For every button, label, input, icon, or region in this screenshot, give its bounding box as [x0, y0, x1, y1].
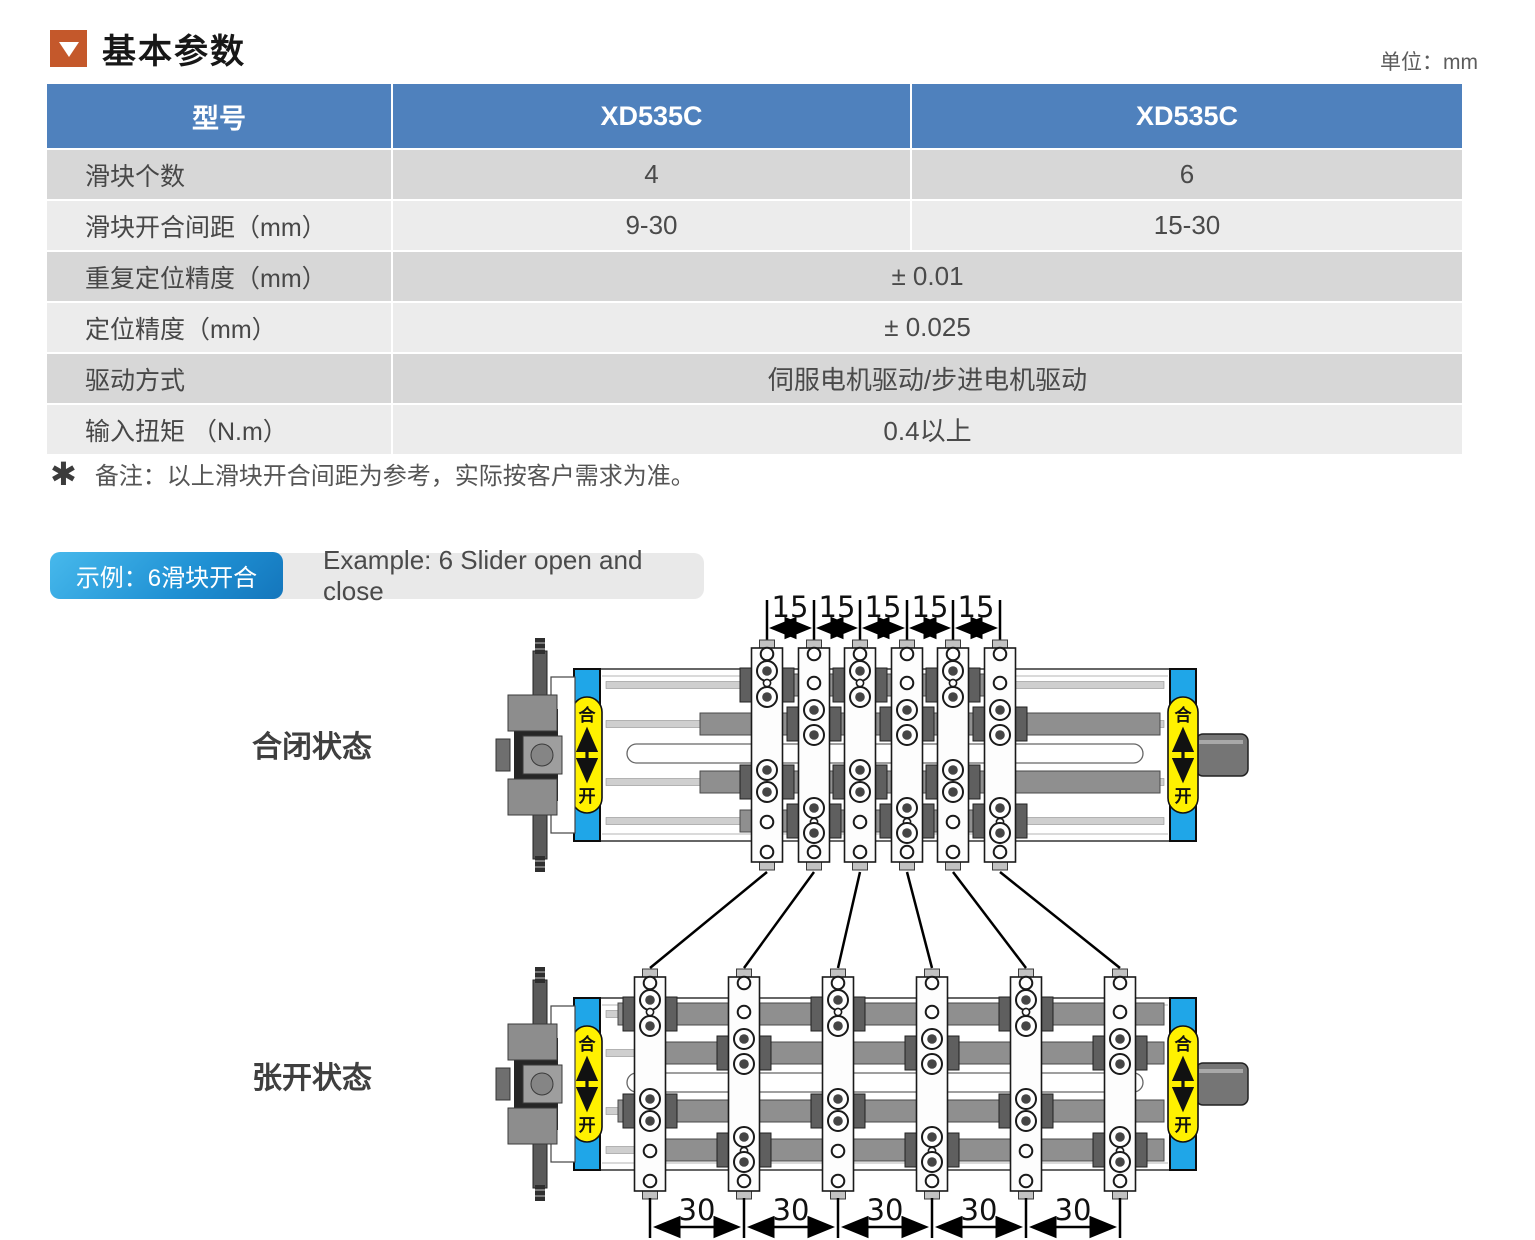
section-header: 基本参数	[50, 24, 246, 73]
dim-closed-gap: 15	[958, 590, 995, 624]
page-title: 基本参数	[102, 33, 246, 71]
open-dimensions: 30 30 30 30 30	[648, 1193, 1122, 1239]
example-badge-en: Example: 6 Slider open and close	[268, 545, 704, 606]
value-slider-count-2: 6	[912, 150, 1462, 199]
down-triangle-icon	[58, 42, 79, 57]
value-gap-range-1: 9-30	[393, 201, 910, 250]
asterisk-icon: ✱	[50, 455, 77, 492]
value-input-torque: 0.4以上	[393, 405, 1462, 454]
dim-open-gap: 30	[679, 1193, 716, 1227]
row-label-drive-mode: 驱动方式	[47, 354, 391, 403]
dim-closed-gap: 15	[819, 590, 856, 624]
dim-closed-gap: 15	[865, 590, 902, 624]
slider-diagram: 合 开	[252, 590, 1249, 1239]
dim-closed-gap: 15	[912, 590, 949, 624]
note-row: ✱ 备注：以上滑块开合间距为参考，实际按客户需求为准。	[50, 456, 695, 491]
body-slot	[626, 1072, 1144, 1093]
section-marker-icon	[50, 30, 87, 67]
col-header-xd535c-2: XD535C	[912, 84, 1462, 148]
value-gap-range-2: 15-30	[912, 201, 1462, 250]
row-label-input-torque: 输入扭矩 （N.m）	[47, 405, 391, 454]
open-state-machine	[495, 966, 1249, 1202]
closed-dimensions: 15 15 15 15 15	[765, 590, 1002, 650]
dim-open-gap: 30	[773, 1193, 810, 1227]
row-label-slider-count: 滑块个数	[47, 150, 391, 199]
col-header-model: 型号	[47, 84, 391, 148]
dim-closed-gap: 15	[772, 590, 809, 624]
closed-state-machine	[495, 637, 1249, 873]
value-repeat-accuracy: ± 0.01	[393, 252, 1462, 301]
open-state-label: 张开状态	[252, 1062, 372, 1095]
row-label-repeat-accuracy: 重复定位精度（mm）	[47, 252, 391, 301]
note-text: 备注：以上滑块开合间距为参考，实际按客户需求为准。	[94, 463, 695, 490]
dim-open-gap: 30	[1055, 1193, 1092, 1227]
dim-open-gap: 30	[867, 1193, 904, 1227]
example-badge-cn: 示例：6滑块开合	[50, 552, 283, 599]
value-accuracy: ± 0.025	[393, 303, 1462, 352]
row-label-accuracy: 定位精度（mm）	[47, 303, 391, 352]
leader-lines	[649, 871, 1121, 969]
col-header-xd535c-1: XD535C	[393, 84, 910, 148]
row-label-gap-range: 滑块开合间距（mm）	[47, 201, 391, 250]
unit-label: 单位：mm	[1380, 51, 1478, 74]
value-drive-mode: 伺服电机驱动/步进电机驱动	[393, 354, 1462, 403]
value-slider-count-1: 4	[393, 150, 910, 199]
spec-table: 型号 XD535C XD535C 滑块个数 4 6 滑块开合间距（mm） 9-3…	[47, 84, 1462, 454]
closed-state-label: 合闭状态	[252, 730, 372, 764]
body-slot	[626, 743, 1144, 764]
dim-open-gap: 30	[961, 1193, 998, 1227]
